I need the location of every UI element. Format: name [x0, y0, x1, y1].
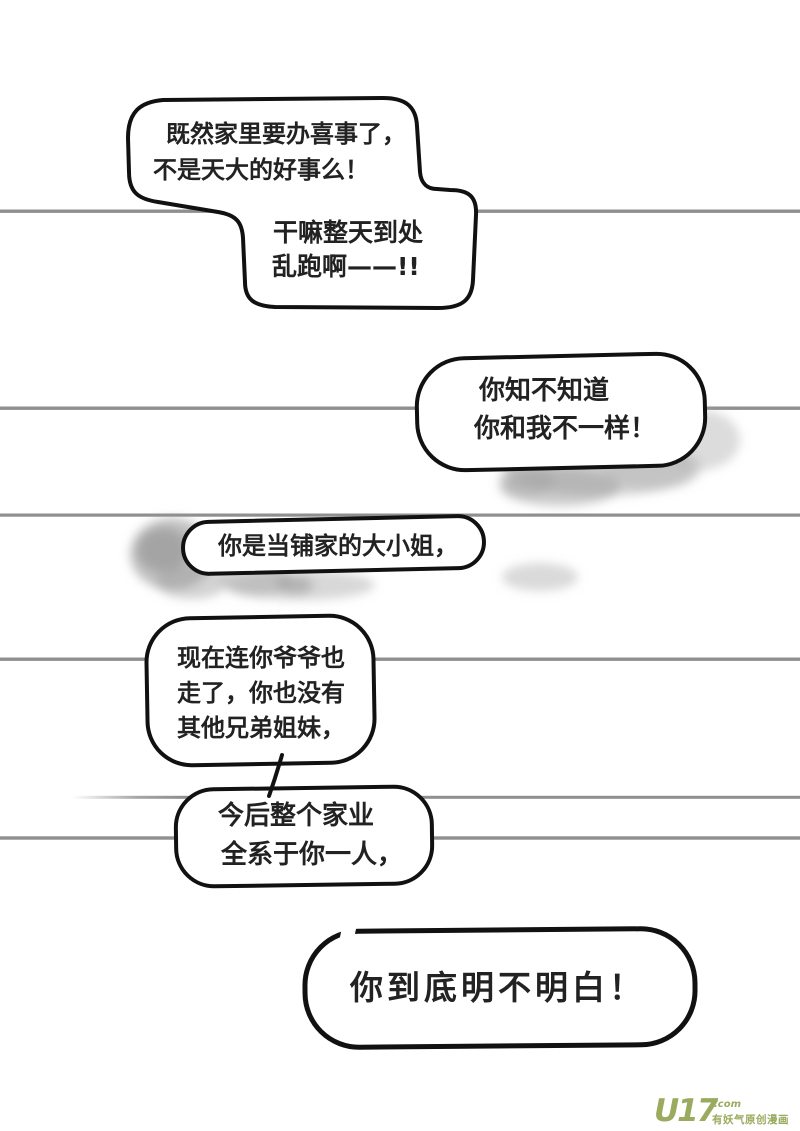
- bubble-1-line-2: 不是天大的好事么！: [153, 156, 369, 184]
- bubble-4-line-1: 你是当铺家的大小姐，: [218, 532, 458, 560]
- speech-bubble-4-outline: [181, 514, 486, 576]
- panel-line-2: [0, 406, 800, 410]
- u17-watermark: U17 .com 有妖气原创漫画: [648, 1088, 800, 1131]
- bubble-5-line-2: 走了，你也没有: [177, 679, 345, 707]
- speech-bubble-3-outline: [414, 351, 708, 473]
- bubble-3-line-1: 你知不知道: [479, 376, 610, 406]
- bubble-5-line-3: 其他兄弟姐妹，: [177, 714, 345, 742]
- bubble-6-line-1: 今后整个家业: [218, 801, 375, 831]
- bubble-7-line-1: 你到底明不明白！: [350, 968, 646, 1007]
- bubble-6-line-2: 全系于你一人，: [221, 840, 404, 870]
- bubble-connector: [267, 753, 284, 798]
- speech-bubble-7-outline: [302, 926, 698, 1050]
- panel-line-3: [0, 513, 800, 517]
- ink-smudge-below-bubble-4: [220, 560, 578, 600]
- speech-bubble-5-outline: [144, 613, 377, 768]
- panel-line-5: [72, 795, 800, 799]
- speech-bubble-1-2-outline: [126, 96, 479, 310]
- bubble-2-line-1: 干嘛整天到处: [273, 218, 424, 247]
- bubble-2-line-2: 乱跑啊——!!: [272, 252, 420, 281]
- panel-line-4: [0, 657, 800, 661]
- u17-tagline: 有妖气原创漫画: [712, 1114, 789, 1126]
- bubble-1-line-1: 既然家里要办喜事了，: [166, 120, 406, 148]
- bubble-5-line-1: 现在连你爷爷也: [177, 644, 345, 672]
- u17-brand-tld: .com: [714, 1099, 742, 1110]
- bubble-7-stroke-gap: [339, 925, 357, 942]
- speech-bubble-6-outline: [173, 784, 435, 889]
- u17-brand-logo: U17: [654, 1093, 718, 1129]
- bubble-3-line-2: 你和我不一样！: [474, 414, 657, 444]
